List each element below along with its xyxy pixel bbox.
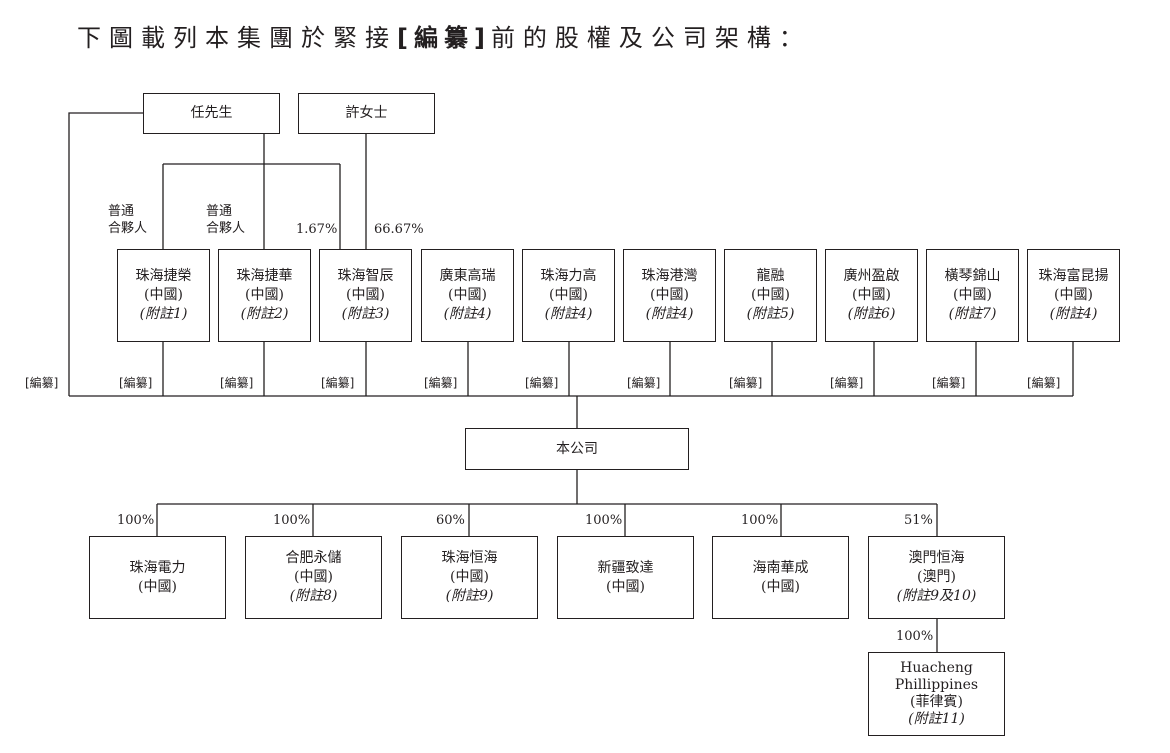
gp-label-2: 普通合夥人 (206, 204, 246, 236)
entity-note: (附註4) (1049, 306, 1098, 322)
subsidiary-box: 珠海電力 (中國) (89, 536, 226, 619)
shareholder-box: 橫琴錦山 (中國) (附註7) (926, 249, 1019, 342)
subsidiary-pct: 100% (273, 513, 311, 528)
entity-location: (澳門) (917, 569, 956, 585)
redacted-label: [編纂] (932, 376, 966, 390)
entity-location: (中國) (852, 287, 891, 303)
entity-location: (中國) (448, 287, 487, 303)
entity-location: (中國) (1054, 287, 1093, 303)
redacted-label: [編纂] (1027, 376, 1061, 390)
entity-name: Huacheng (900, 660, 973, 676)
subsidiary-pct: 60% (436, 513, 465, 528)
entity-location: (中國) (953, 287, 992, 303)
redacted-label: [編纂] (25, 376, 59, 390)
redacted-label: [編纂] (627, 376, 661, 390)
entity-note: (附註4) (544, 306, 593, 322)
entity-note: (附註8) (289, 588, 338, 604)
entity-location: (中國) (751, 287, 790, 303)
entity-name: 珠海港灣 (641, 268, 698, 284)
entity-note: (附註9及10) (896, 588, 977, 604)
entity-note: (附註7) (948, 306, 997, 322)
entity-name: 龍融 (756, 268, 785, 284)
company-name: 本公司 (556, 440, 598, 457)
entity-name: 廣東高瑞 (439, 268, 496, 284)
entity-note: (附註2) (240, 306, 289, 322)
entity-note: (附註9) (445, 588, 494, 604)
entity-name: 珠海恒海 (441, 550, 498, 566)
entity-name: 珠海捷華 (236, 268, 293, 284)
entity-location: (中國) (450, 569, 489, 585)
shareholder-box: 珠海捷榮 (中國) (附註1) (117, 249, 210, 342)
redacted-label: [編纂] (321, 376, 355, 390)
entity-note: (附註5) (746, 306, 795, 322)
shareholder-box: 珠海智辰 (中國) (附註3) (319, 249, 412, 342)
entity-name: 珠海力高 (540, 268, 597, 284)
shareholder-box: 珠海港灣 (中國) (附註4) (623, 249, 716, 342)
subsidiary-box: 海南華成 (中國) (712, 536, 849, 619)
entity-location: (中國) (245, 287, 284, 303)
subsidiary-pct: 100% (585, 513, 623, 528)
subsidiary-box: 合肥永儲 (中國) (附註8) (245, 536, 382, 619)
subsidiary-pct: 100% (896, 629, 934, 644)
redacted-label: [編纂] (729, 376, 763, 390)
entity-location: (中國) (650, 287, 689, 303)
entity-name: 合肥永儲 (285, 550, 342, 566)
subsidiary-pct: 100% (117, 513, 155, 528)
gp-label-1: 普通合夥人 (108, 204, 148, 236)
entity-name: 澳門恒海 (908, 550, 965, 566)
subsidiary-pct: 51% (904, 513, 933, 528)
entity-name: 珠海捷榮 (135, 268, 192, 284)
redacted-label: [編纂] (220, 376, 254, 390)
entity-note: (附註6) (847, 306, 896, 322)
entity-name: 海南華成 (752, 559, 809, 576)
redacted-label: [編纂] (525, 376, 559, 390)
entity-note: (附註1) (139, 306, 188, 322)
redacted-label: [編纂] (119, 376, 153, 390)
shareholder-box: 珠海富昆揚 (中國) (附註4) (1027, 249, 1120, 342)
redacted-label: [編纂] (424, 376, 458, 390)
pct-label: 1.67% (296, 222, 338, 237)
entity-location: (菲律賓) (910, 694, 963, 710)
entity-name: 珠海富昆揚 (1038, 268, 1109, 284)
subsidiary-pct: 100% (741, 513, 779, 528)
entity-location: (中國) (144, 287, 183, 303)
entity-note: (附註4) (443, 306, 492, 322)
subsidiary-box: 澳門恒海 (澳門) (附註9及10) (868, 536, 1005, 619)
shareholder-box: 珠海力高 (中國) (附註4) (522, 249, 615, 342)
shareholder-box: 龍融 (中國) (附註5) (724, 249, 817, 342)
entity-location: (中國) (761, 578, 800, 595)
entity-note: (附註11) (908, 711, 965, 727)
shareholder-box: 廣東高瑞 (中國) (附註4) (421, 249, 514, 342)
redacted-label: [編纂] (830, 376, 864, 390)
entity-note: (附註4) (645, 306, 694, 322)
entity-location: (中國) (606, 578, 645, 595)
person-mr-ren: 任先生 (143, 93, 280, 134)
shareholder-box: 廣州盈啟 (中國) (附註6) (825, 249, 918, 342)
sub-subsidiary-box: Huacheng Phillippines (菲律賓) (附註11) (868, 652, 1005, 736)
subsidiary-box: 新疆致達 (中國) (557, 536, 694, 619)
entity-name: 珠海智辰 (337, 268, 394, 284)
entity-location: (中國) (294, 569, 333, 585)
person-ms-xu: 許女士 (298, 93, 435, 134)
entity-location: (中國) (549, 287, 588, 303)
page-title: 下圖載列本集團於緊接[編纂]前的股權及公司架構： (77, 24, 811, 52)
entity-location: (中國) (346, 287, 385, 303)
entity-name: 廣州盈啟 (843, 268, 900, 284)
entity-location: (中國) (138, 578, 177, 595)
shareholder-box: 珠海捷華 (中國) (附註2) (218, 249, 311, 342)
entity-note: (附註3) (341, 306, 390, 322)
person-name: 任先生 (190, 105, 233, 121)
entity-name: 橫琴錦山 (944, 268, 1001, 284)
person-name: 許女士 (345, 105, 388, 121)
company-box: 本公司 (465, 428, 689, 470)
entity-name: 珠海電力 (129, 559, 186, 576)
subsidiary-box: 珠海恒海 (中國) (附註9) (401, 536, 538, 619)
entity-name: 新疆致達 (597, 559, 654, 576)
entity-name: Phillippines (894, 677, 979, 693)
pct-label: 66.67% (374, 222, 424, 237)
